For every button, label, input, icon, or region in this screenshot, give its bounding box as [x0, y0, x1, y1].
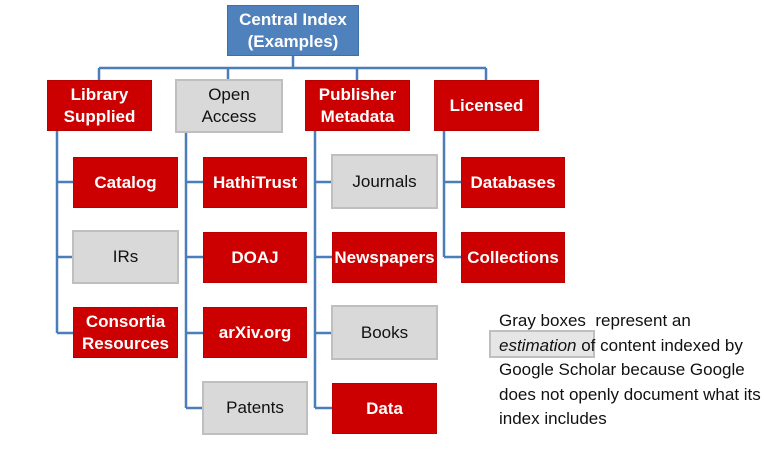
category-library-supplied: Library Supplied [47, 80, 152, 131]
label: Patents [226, 398, 284, 417]
label: Data [366, 398, 403, 418]
label: Collections [467, 247, 559, 267]
label: IRs [112, 247, 139, 266]
root-node-central-index: Central Index (Examples) [227, 5, 359, 56]
note-text-before: Gray boxes represent an [499, 311, 696, 330]
publisher-connector [313, 131, 332, 410]
note-emphasis: estimation [499, 335, 577, 355]
label: Journals [352, 171, 417, 191]
node-databases: Databases [461, 157, 565, 208]
node-irs: IRs [72, 230, 179, 284]
label: Publisher [318, 84, 397, 104]
root-label-line2: (Examples) [247, 31, 339, 51]
label: Databases [470, 172, 556, 192]
label: Access [201, 107, 257, 126]
node-data: Data [332, 383, 437, 434]
node-books: Books [331, 305, 438, 360]
label: DOAJ [231, 247, 279, 267]
node-catalog: Catalog [73, 157, 178, 208]
note-text-after: of content indexed by Google Scholar bec… [499, 335, 761, 429]
root-label-line1: Central Index [239, 9, 347, 29]
library-connector [55, 131, 73, 335]
label: Library [70, 84, 129, 104]
node-consortia-resources: Consortia Resources [73, 307, 178, 358]
node-collections: Collections [461, 232, 565, 283]
node-journals: Journals [331, 154, 438, 209]
label: Licensed [449, 95, 524, 115]
node-hathitrust: HathiTrust [203, 157, 307, 208]
legend-note: Gray boxes represent an estimation of co… [499, 309, 764, 432]
label: HathiTrust [212, 172, 298, 192]
root-connector [97, 56, 488, 80]
open-access-connector [184, 133, 203, 410]
node-patents: Patents [202, 381, 308, 435]
licensed-connector [442, 131, 461, 259]
category-publisher-metadata: Publisher Metadata [305, 80, 410, 131]
node-newspapers: Newspapers [332, 232, 437, 283]
label: Newspapers [334, 247, 435, 267]
label: Supplied [63, 106, 136, 126]
node-arxiv: arXiv.org [203, 307, 307, 358]
label: Open [208, 85, 250, 104]
label: Metadata [320, 106, 395, 126]
node-doaj: DOAJ [203, 232, 307, 283]
label: arXiv.org [218, 322, 292, 342]
label: Catalog [94, 172, 157, 192]
category-licensed: Licensed [434, 80, 539, 131]
label: Consortia [85, 311, 166, 331]
category-open-access: Open Access [175, 79, 283, 133]
label: Resources [82, 333, 169, 353]
label: Books [360, 322, 409, 342]
estimation-highlight-box [489, 330, 595, 358]
